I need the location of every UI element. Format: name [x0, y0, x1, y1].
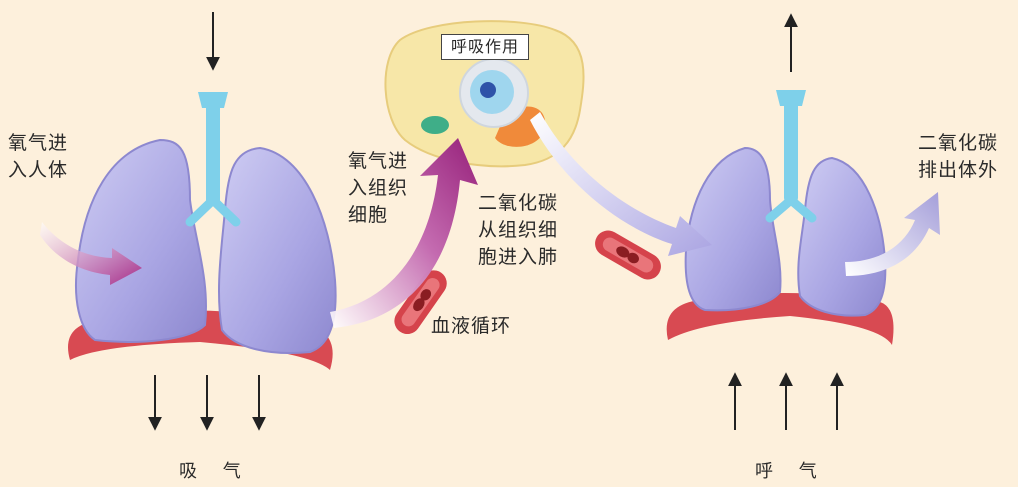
left-lung-right-lobe — [219, 148, 336, 353]
right-trachea — [784, 98, 798, 203]
left-lung-left-lobe — [76, 140, 206, 342]
right-larynx — [776, 90, 806, 106]
cell-organelle-green — [421, 116, 449, 134]
right-lung-left-lobe — [686, 148, 781, 310]
right-lungs — [667, 90, 894, 345]
label-inhale: 吸 气 — [179, 458, 251, 485]
right-lung-right-lobe — [798, 158, 885, 316]
left-lungs — [68, 92, 336, 370]
cell-nucleolus — [480, 82, 496, 98]
label-blood-circulation: 血液循环 — [431, 313, 511, 340]
label-cell-respiration: 呼吸作用 — [441, 34, 529, 60]
label-oxygen-into-body: 氧气进 入人体 — [8, 130, 68, 184]
label-co2-to-lung: 二氧化碳 从组织细 胞进入肺 — [478, 190, 558, 271]
label-exhale: 呼 气 — [755, 458, 827, 485]
left-larynx — [198, 92, 228, 108]
left-trachea — [206, 100, 220, 205]
label-co2-out: 二氧化碳 排出体外 — [918, 130, 998, 184]
label-oxygen-to-tissue: 氧气进 入组织 细胞 — [348, 148, 408, 229]
